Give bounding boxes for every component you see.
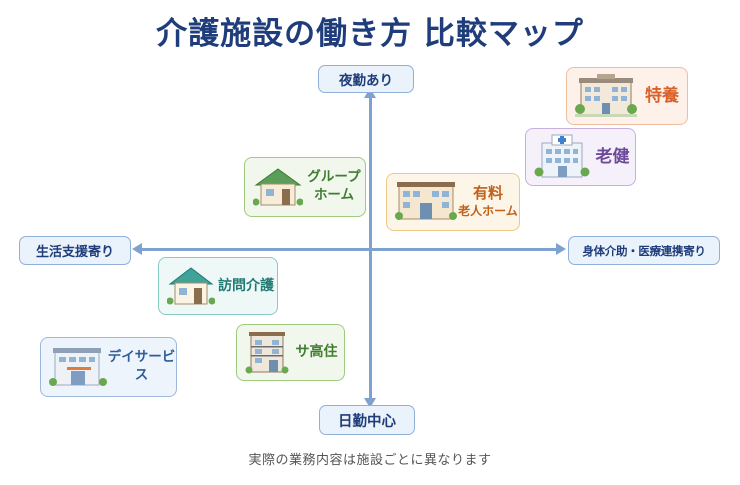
facility-card-dayservice: デイサービス: [40, 337, 177, 397]
house-icon: [253, 168, 303, 206]
facility-card-grouphome: グループ ホーム: [244, 157, 366, 217]
house-icon: [167, 267, 215, 305]
axis-label-top: 夜勤あり: [318, 65, 414, 93]
facility-card-sakoju: サ高住: [236, 324, 345, 381]
hospital-icon: [534, 134, 590, 178]
horizontal-axis: [140, 248, 558, 251]
apartment-icon: [395, 182, 457, 220]
axis-label-right: 身体介助・医療連携寄り: [568, 236, 720, 265]
arrow-up-icon: [364, 88, 376, 98]
facility-name-line1: 有料: [472, 184, 503, 203]
page-title: 介護施設の働き方 比較マップ: [156, 16, 584, 52]
facility-name: サ高住: [295, 344, 338, 361]
arrow-right-icon: [556, 243, 566, 255]
facility-card-yuryo: 有料 老人ホーム: [386, 173, 520, 231]
axis-label-bottom: 日勤中心: [319, 405, 415, 435]
facility-card-tokuyo: 特養: [566, 67, 688, 125]
facility-card-homon: 訪問介護: [158, 257, 278, 315]
facility-name: 訪問介護: [218, 277, 274, 294]
axis-label-left: 生活支援寄り: [19, 236, 131, 265]
arrow-left-icon: [132, 243, 142, 255]
facility-card-roken: 老健: [525, 128, 636, 186]
facility-name: 特養: [645, 85, 679, 106]
facility-name: 老健: [595, 146, 630, 167]
facility-name: 有料 老人ホーム: [457, 184, 519, 219]
arrow-down-icon: [364, 398, 376, 408]
footnote: 実際の業務内容は施設ごとに異なります: [248, 453, 492, 468]
apartment-icon: [245, 331, 289, 373]
facility-name-line2: 老人ホーム: [458, 203, 518, 218]
facility-name: デイサービス: [107, 349, 176, 383]
facility-name-line1: グループ: [307, 169, 361, 186]
daycare-building-icon: [49, 348, 107, 386]
facility-name: グループ ホーム: [303, 169, 365, 204]
building-icon: [575, 74, 637, 117]
facility-name-line2: ホーム: [313, 187, 355, 203]
